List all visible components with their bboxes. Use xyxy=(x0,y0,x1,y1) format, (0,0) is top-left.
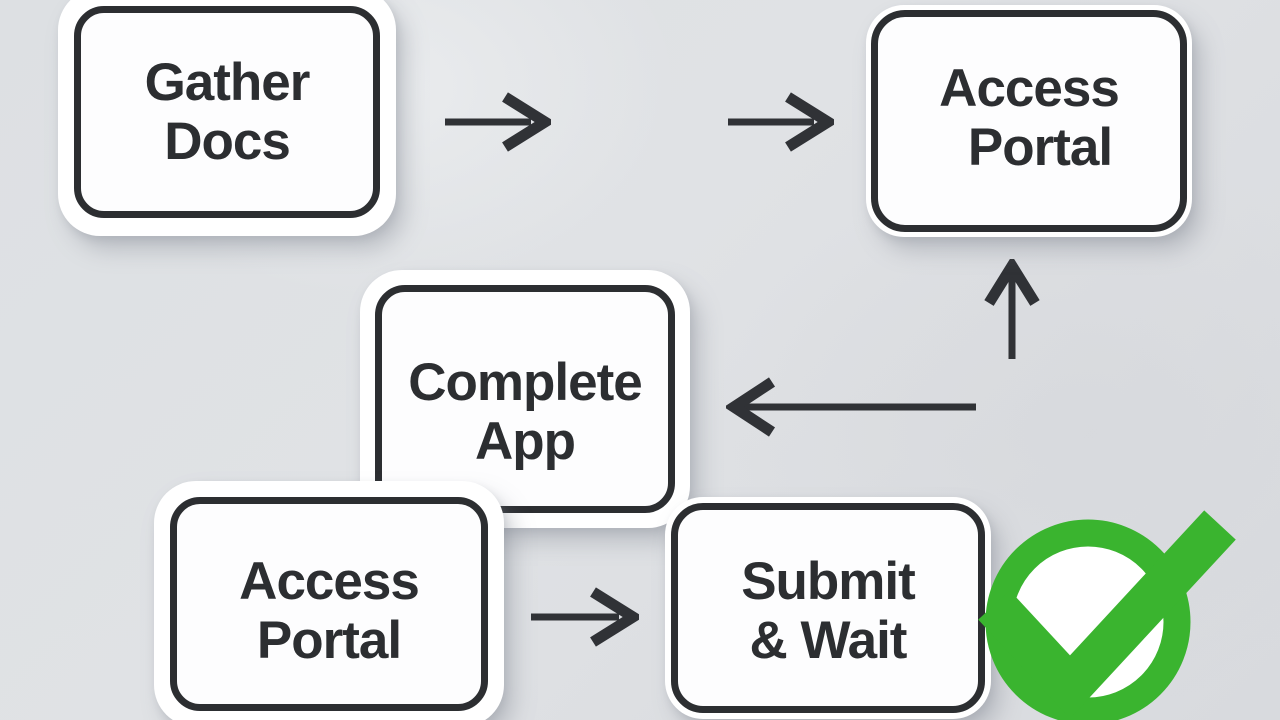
node-label-line: App xyxy=(474,412,576,471)
node-label-line: & Wait xyxy=(749,611,908,670)
arrow-right-icon xyxy=(445,92,551,152)
node-label-line: Docs xyxy=(164,112,291,171)
arrow-right-icon xyxy=(728,92,834,152)
node-label-line: Access xyxy=(239,552,420,611)
node-label: Access Portal xyxy=(939,59,1120,177)
arrow-right-icon xyxy=(531,587,639,647)
node-label: Complete App xyxy=(408,353,642,471)
node-label-line: Portal xyxy=(967,118,1113,177)
node-label-line: Complete xyxy=(408,353,642,412)
node-label-line: Access xyxy=(939,59,1120,118)
node-submit-wait: Submit & Wait xyxy=(665,497,991,719)
node-gather-docs: Gather Docs xyxy=(58,0,396,236)
node-label-line: Submit xyxy=(741,552,916,611)
node-label: Access Portal xyxy=(239,552,420,670)
node-label: Gather Docs xyxy=(144,53,311,171)
node-access-portal-bottom: Access Portal xyxy=(154,481,504,720)
arrow-left-icon xyxy=(726,377,976,437)
arrow-up-icon xyxy=(984,259,1040,359)
check-circle-icon xyxy=(978,510,1236,720)
node-access-portal-top: Access Portal xyxy=(866,5,1192,237)
node-complete-app: Complete App xyxy=(360,270,690,528)
node-label-line: Gather xyxy=(144,53,311,112)
node-label: Submit & Wait xyxy=(741,552,916,670)
node-label-line: Portal xyxy=(256,611,402,670)
